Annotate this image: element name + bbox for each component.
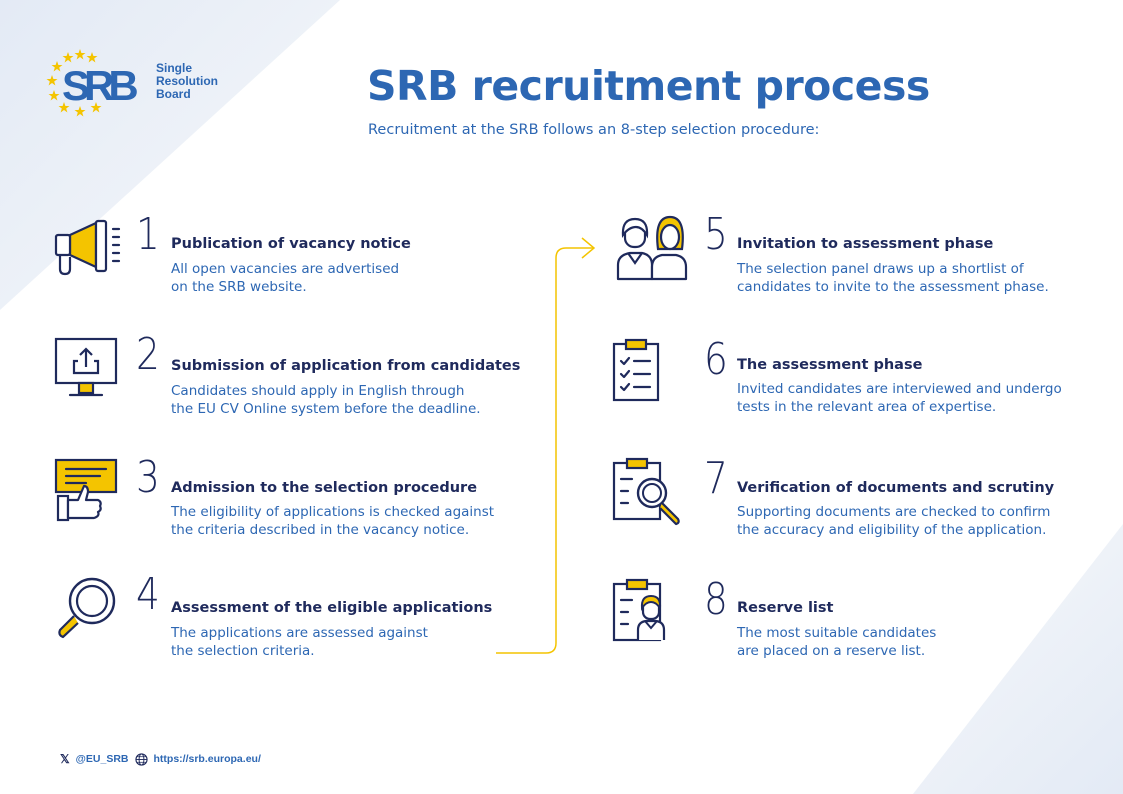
step-description: The applications are assessed against th… xyxy=(171,625,428,659)
step-title: Submission of application from candidate… xyxy=(171,358,521,374)
step-title: Admission to the selection procedure xyxy=(171,480,478,496)
step-title: The assessment phase xyxy=(737,357,923,373)
step-number: 2 xyxy=(136,329,160,380)
step-description: Candidates should apply in English throu… xyxy=(171,383,481,417)
document-search-icon xyxy=(612,457,680,526)
x-handle-link[interactable]: @EU_SRB xyxy=(75,753,129,765)
step-description: The eligibility of applications is check… xyxy=(171,504,495,538)
step-description: The most suitable candidates are placed … xyxy=(737,625,937,659)
people-icon xyxy=(616,215,688,281)
step-connector-arrow xyxy=(496,237,596,654)
step-number: 1 xyxy=(136,209,160,260)
x-logo-icon: 𝕏 xyxy=(60,752,70,766)
thumbs-up-icon xyxy=(54,458,118,522)
srb-logo: SRB xyxy=(46,49,143,117)
step-title: Verification of documents and scrutiny xyxy=(737,480,1055,496)
page-subtitle: Recruitment at the SRB follows an 8-step… xyxy=(368,122,820,138)
step-title: Publication of vacancy notice xyxy=(171,236,411,252)
page-title: SRB recruitment process xyxy=(367,62,930,110)
clipboard-person-icon xyxy=(612,578,666,642)
logo-mark: SRB xyxy=(62,62,137,109)
step-description: Supporting documents are checked to conf… xyxy=(737,504,1051,538)
step-number: 7 xyxy=(704,453,728,504)
checklist-icon xyxy=(612,338,660,402)
megaphone-icon xyxy=(54,219,121,276)
step-number: 5 xyxy=(704,209,728,260)
logo-wordmark: Single Resolution Board xyxy=(156,62,218,101)
step-title: Reserve list xyxy=(737,600,834,616)
step-number: 6 xyxy=(704,334,728,385)
logo-line: Single xyxy=(156,61,193,75)
step-title: Invitation to assessment phase xyxy=(737,236,994,252)
eu-stars-icon xyxy=(46,49,102,117)
step-description: All open vacancies are advertised on the… xyxy=(171,261,400,295)
website-link[interactable]: https://srb.europa.eu/ xyxy=(153,753,261,765)
logo-line: Board xyxy=(156,87,191,101)
upload-monitor-icon xyxy=(54,337,118,397)
footer: 𝕏 @EU_SRB https://srb.europa.eu/ xyxy=(60,752,261,766)
globe-icon xyxy=(134,752,148,766)
magnifier-icon xyxy=(58,577,116,639)
step-number: 4 xyxy=(136,569,160,620)
step-description: The selection panel draws up a shortlist… xyxy=(737,261,1049,295)
logo-line: Resolution xyxy=(156,74,218,88)
step-title: Assessment of the eligible applications xyxy=(171,600,493,616)
step-number: 8 xyxy=(704,574,728,625)
step-description: Invited candidates are interviewed and u… xyxy=(737,381,1062,415)
step-number: 3 xyxy=(136,452,160,503)
